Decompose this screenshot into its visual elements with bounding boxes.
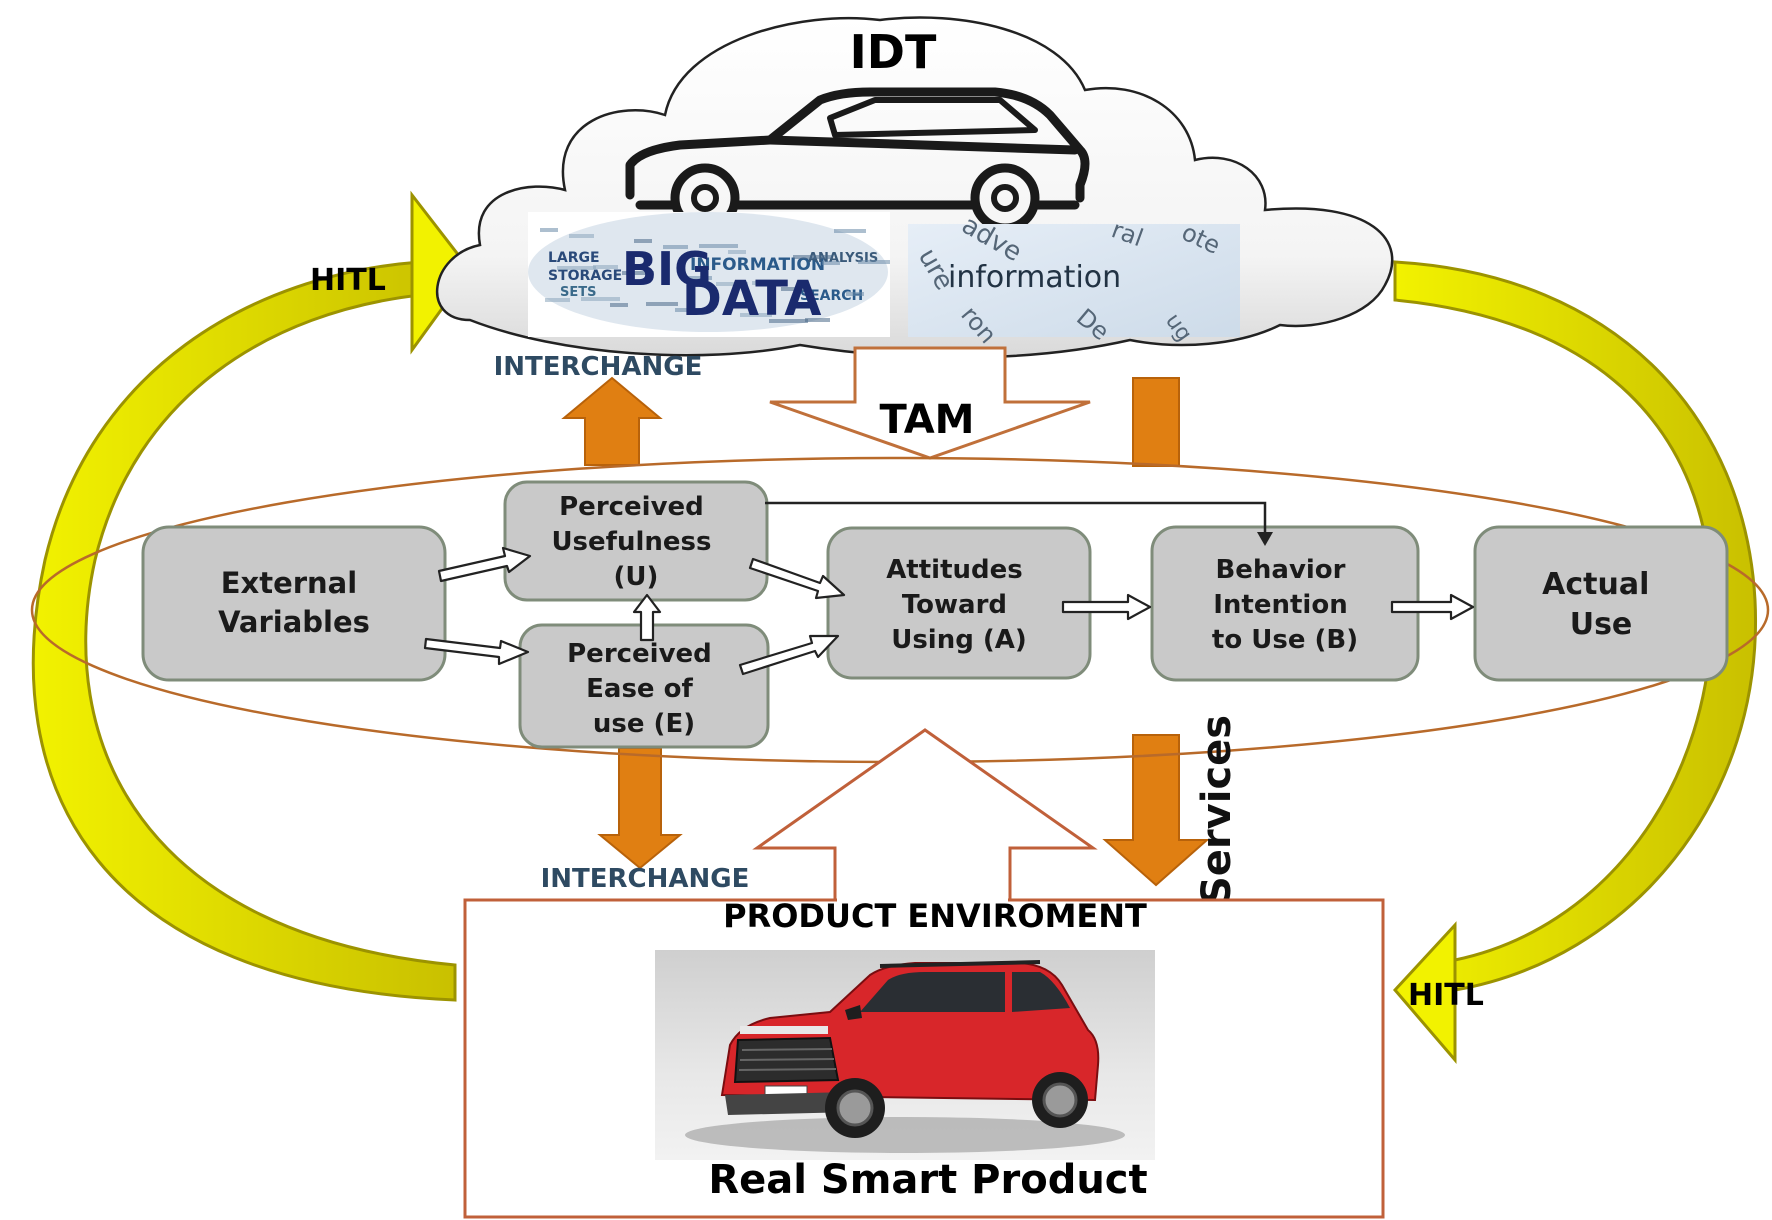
box-attitudes-toward-using: Attitudes Toward Using (A)	[826, 526, 1092, 680]
word-cloud-texture	[769, 319, 808, 323]
word-cloud-texture	[593, 265, 618, 269]
word-cloud-texture	[687, 276, 712, 280]
box-label-line: Behavior	[1215, 555, 1345, 585]
real-smart-product-photo	[655, 950, 1155, 1160]
box-external-variables: External Variables	[141, 525, 447, 682]
word-cloud-texture	[545, 298, 570, 302]
box-actual-use: Actual Use	[1473, 525, 1729, 682]
idt-title: IDT	[850, 25, 937, 79]
word-cloud-texture	[634, 239, 652, 243]
word-cloud-texture	[569, 234, 594, 238]
word-cloud-term: INFORMATION	[690, 255, 825, 275]
box-label-line: Variables	[218, 605, 370, 639]
word-cloud-term: STORAGE	[548, 268, 622, 284]
word-cloud-texture	[581, 297, 620, 301]
box-label-line: Perceived	[559, 492, 704, 522]
box-label-line: use (E)	[593, 709, 695, 739]
word-cloud-texture	[740, 313, 772, 317]
real-smart-product-caption: Real Smart Product	[708, 1157, 1147, 1203]
big-data-word-cloud: LARGESTORAGESETSINFORMATIONANALYSISSEARC…	[528, 212, 890, 337]
box-label-line: Perceived	[567, 639, 712, 669]
word-cloud-term: SETS	[560, 285, 596, 300]
word-cloud-texture	[805, 318, 830, 322]
information-image: ure adve ral ote ron De ug information	[908, 210, 1240, 349]
word-cloud-texture	[752, 281, 770, 285]
orange-up-arrow	[561, 376, 663, 466]
box-perceived-ease-of-use: Perceived Ease of use (E)	[518, 623, 770, 749]
orange-down-arrow	[597, 747, 683, 870]
box-behavior-intention: Behavior Intention to Use (B)	[1150, 525, 1420, 682]
product-up-arrow	[752, 728, 1098, 902]
arrow-ext-to-e	[423, 637, 530, 666]
word-cloud-texture	[716, 282, 748, 286]
word-cloud-texture	[728, 250, 746, 254]
box-label-line: Using (A)	[891, 625, 1027, 655]
orange-services-arrow	[1102, 377, 1210, 887]
data-word: DATA	[682, 271, 821, 327]
box-label-line: (U)	[614, 562, 659, 592]
word-cloud-texture	[540, 228, 558, 232]
word-cloud-texture	[822, 261, 840, 265]
arrow-e-to-a	[738, 634, 840, 676]
svg-text:Actual Use: Actual Use	[1542, 567, 1660, 642]
arrow-ext-to-u	[437, 546, 532, 583]
box-label-line: to Use (B)	[1212, 625, 1358, 655]
box-label-line: Toward	[902, 590, 1007, 620]
word-cloud-texture	[557, 266, 596, 270]
box-label-line: Attitudes	[886, 555, 1023, 585]
hitl-right-label: HITL	[1408, 978, 1484, 1013]
tam-down-arrow	[769, 346, 1091, 460]
word-cloud-texture	[646, 302, 678, 306]
word-cloud-texture	[699, 244, 738, 248]
big-word: BIG	[622, 242, 712, 296]
arrow-a-to-b	[1061, 593, 1152, 621]
interchange-bottom-label: INTERCHANGE	[541, 864, 750, 894]
information-word: information	[948, 260, 1121, 295]
box-label-line: Ease of	[586, 674, 693, 704]
word-cloud-texture	[675, 308, 714, 312]
svg-text:Perceived Ease of: Perceived Ease of use (E)	[567, 639, 721, 739]
hitl-right-loop-arrow	[1392, 260, 1758, 1065]
box-label-line: External	[221, 566, 358, 600]
svg-text:Attitudes Toward U: Attitudes Toward Using (A)	[886, 555, 1032, 655]
box-label-line: Actual	[1542, 567, 1649, 602]
arrow-u-to-a	[748, 557, 846, 600]
box-perceived-usefulness: Perceived Usefulness (U)	[503, 480, 769, 602]
word-cloud-texture	[622, 271, 654, 275]
arrow-u-to-b-line	[765, 501, 1273, 546]
word-cloud-texture	[793, 255, 832, 259]
word-cloud-texture	[610, 303, 628, 307]
product-environment-title: PRODUCT ENVIROMENT	[723, 897, 1147, 935]
word-cloud-texture	[781, 287, 806, 291]
hitl-left-label: HITL	[310, 263, 386, 298]
svg-text:Perceived Usefulness: Perceived Usefulness (U)	[551, 492, 720, 592]
box-label-line: Intention	[1213, 590, 1347, 620]
interchange-top-label: INTERCHANGE	[494, 352, 703, 382]
word-cloud-texture	[663, 245, 688, 249]
word-cloud-texture	[834, 229, 866, 233]
arrow-b-to-actual	[1390, 593, 1475, 621]
box-label-line: Use	[1570, 607, 1633, 642]
word-cloud-term: LARGE	[548, 250, 600, 266]
word-cloud-texture	[858, 260, 890, 264]
word-cloud-texture	[846, 292, 864, 296]
box-label-line: Usefulness	[551, 527, 711, 557]
svg-text:Behavior Intention: Behavior Intention to Use (B)	[1212, 555, 1358, 655]
svg-text:External Variables: External Variables	[218, 566, 370, 639]
arrow-e-to-u	[632, 593, 662, 642]
services-label: Services	[1194, 715, 1240, 905]
tam-label: TAM	[880, 397, 975, 443]
